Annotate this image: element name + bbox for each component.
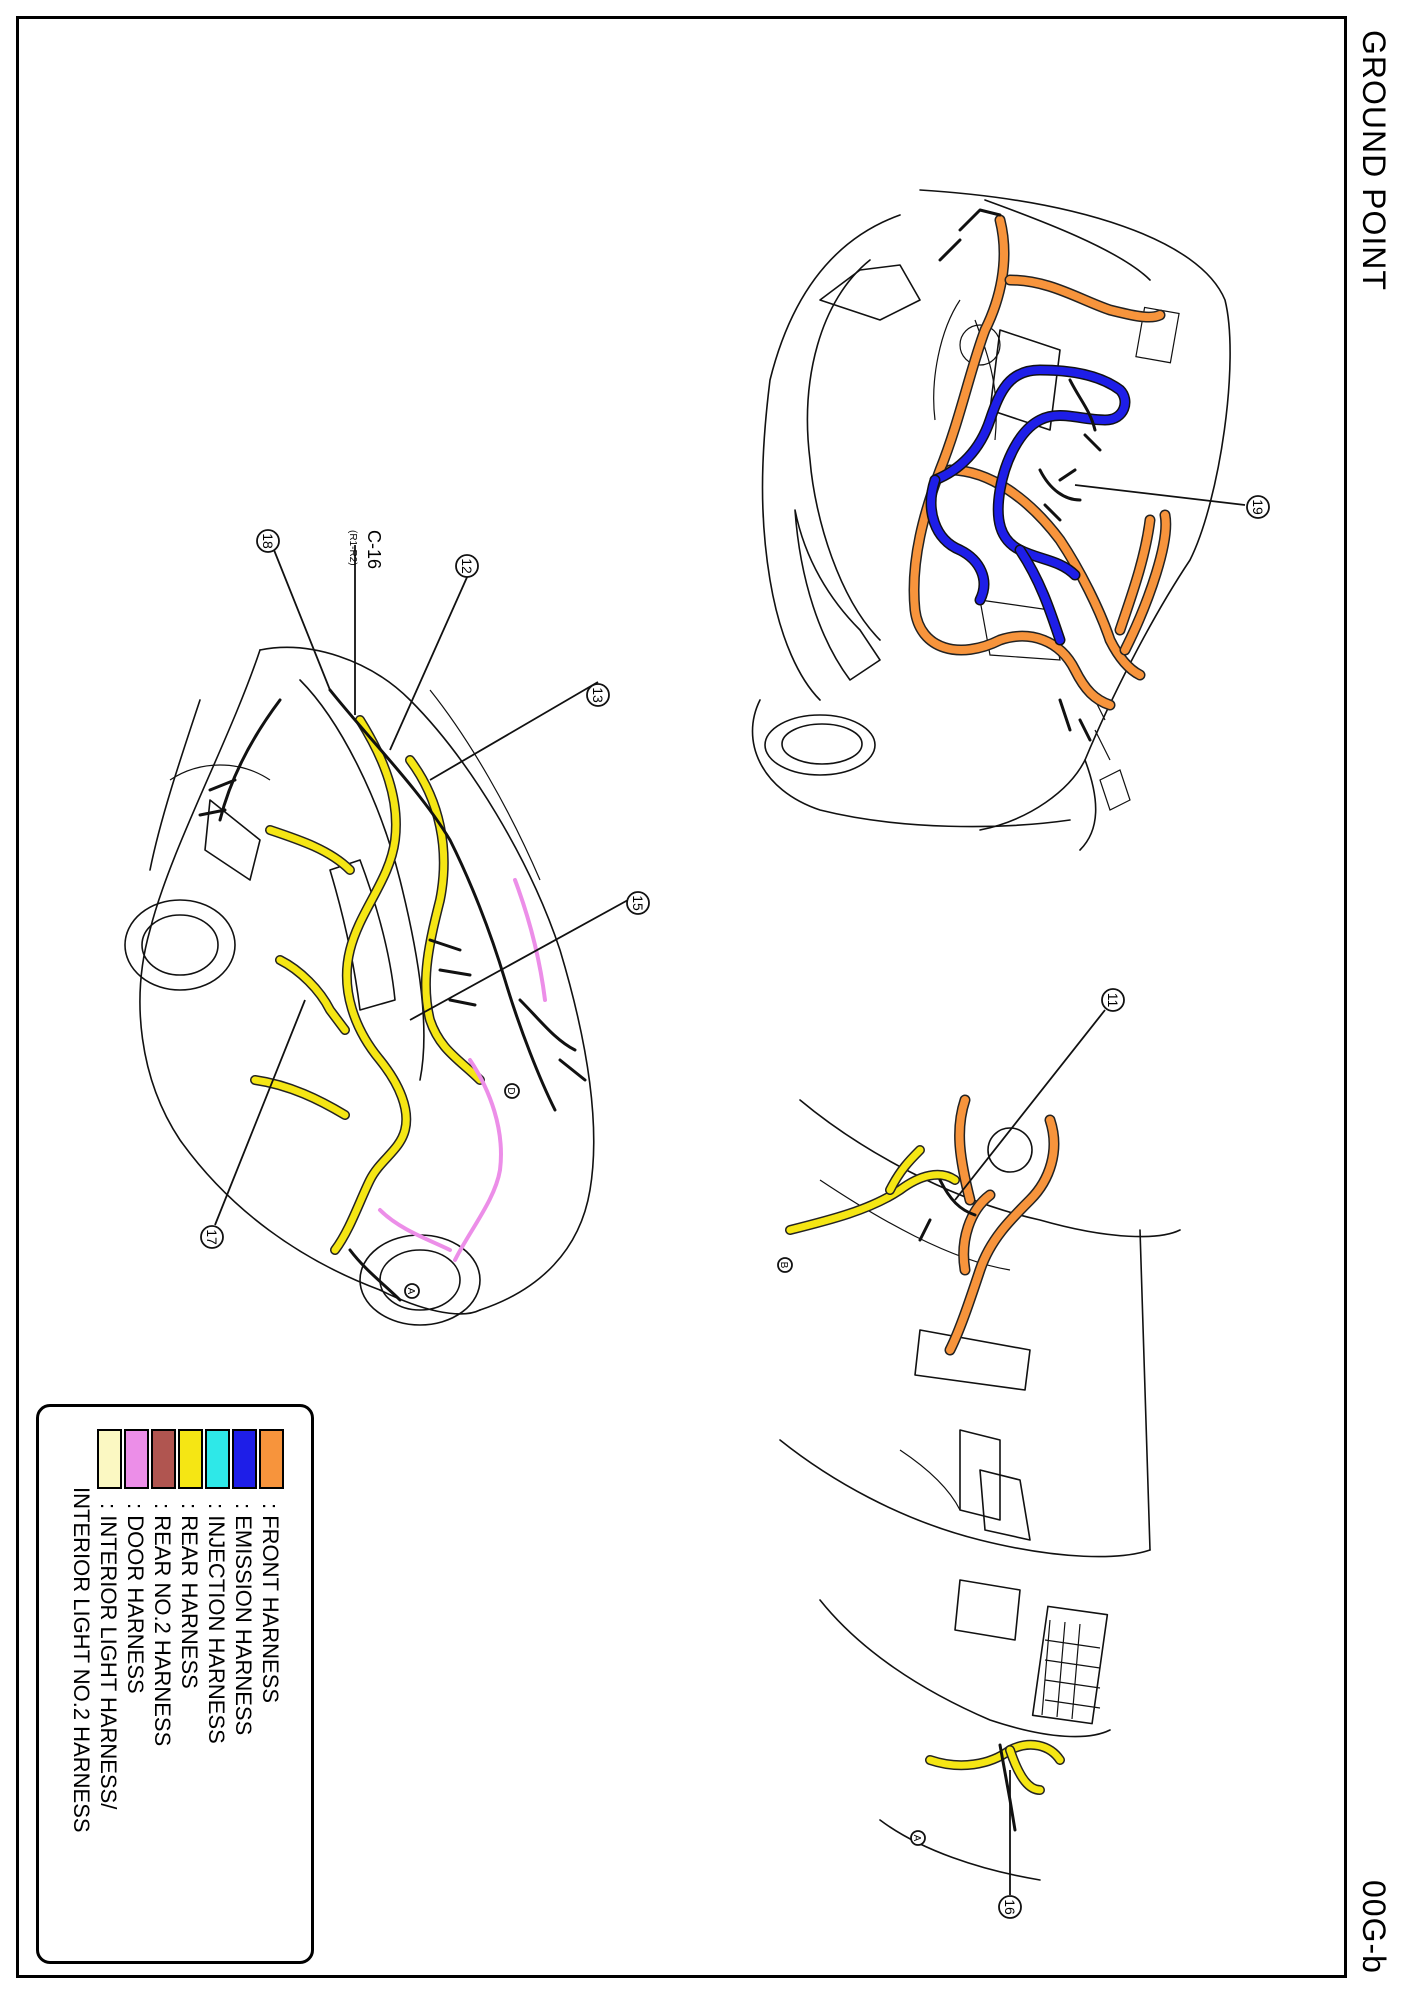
svg-text:12: 12 [459,558,475,574]
dashboard-view [779,1009,1181,1895]
svg-text:D: D [505,1087,516,1094]
callout-17: 17 [200,1225,224,1249]
callout-19: 19 [1246,495,1270,519]
vehicle-body-view [124,544,629,1326]
harness-legend: : FRONT HARNESS : EMISSION HARNESS : INJ… [36,1404,314,1964]
svg-text:13: 13 [590,687,606,703]
svg-text:B: B [778,1262,789,1269]
callout-11: 11 [1101,988,1125,1012]
callout-13: 13 [586,683,610,707]
legend-swatch-door [124,1429,149,1489]
legend-label-interior-light-no2: INTERIOR LIGHT NO.2 HARNESS [69,1487,94,1833]
legend-swatch-interior-light [97,1429,122,1489]
legend-swatch-front [259,1429,284,1489]
connector-code: C-16 [364,530,384,569]
svg-text:A: A [911,1835,922,1842]
connector-note: (R1-R2) [347,530,358,566]
engine-compartment-view [751,189,1246,851]
legend-label-emission: : EMISSION HARNESS [231,1503,256,1736]
legend-label-rear: : REAR HARNESS [177,1503,202,1689]
svg-text:17: 17 [204,1229,220,1245]
legend-label-door: : DOOR HARNESS [123,1503,148,1694]
svg-text:11: 11 [1105,993,1121,1008]
marker-a-dash: A [910,1830,926,1846]
legend-swatch-injection [205,1429,230,1489]
callout-15: 15 [626,891,650,915]
legend-label-interior-light: : INTERIOR LIGHT HARNESS/ [96,1503,121,1810]
callout-16: 16 [998,1895,1022,1919]
marker-d-body: D [504,1083,520,1099]
svg-text:19: 19 [1250,499,1266,515]
callout-18: 18 [256,529,280,553]
svg-text:18: 18 [260,533,276,549]
callout-12: 12 [455,554,479,578]
legend-label-injection: : INJECTION HARNESS [204,1503,229,1744]
svg-text:15: 15 [630,895,646,911]
svg-text:A: A [405,1288,416,1295]
legend-label-front: : FRONT HARNESS [258,1503,283,1704]
page-frame [16,16,1347,1978]
legend-swatch-emission [232,1429,257,1489]
legend-swatch-rear [178,1429,203,1489]
legend-label-rear-no2: : REAR NO.2 HARNESS [150,1503,175,1747]
svg-text:16: 16 [1002,1899,1018,1915]
marker-a-body: A [404,1283,420,1299]
marker-b-dash: B [777,1257,793,1273]
legend-swatch-rear-no2 [151,1429,176,1489]
